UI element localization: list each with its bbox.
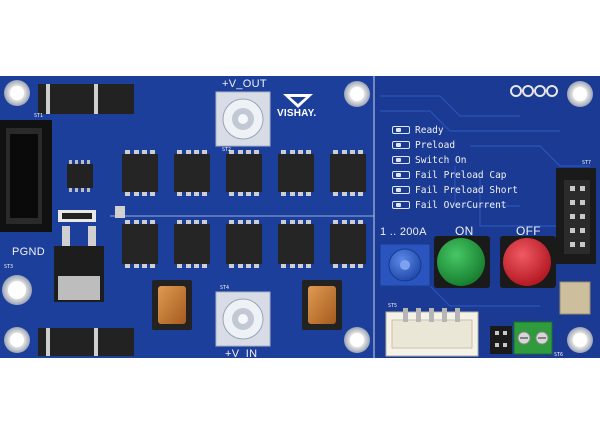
status-label: Ready xyxy=(415,124,444,136)
led-icon xyxy=(392,186,410,194)
on-label: ON xyxy=(455,224,474,238)
buzzer xyxy=(559,281,591,315)
vout-terminal xyxy=(215,91,271,147)
range-label: 1 .. 200A xyxy=(380,226,427,238)
led-icon xyxy=(392,141,410,149)
led-icon xyxy=(392,156,410,164)
pcb-artwork xyxy=(0,76,600,358)
st4-label: ST4 xyxy=(220,285,230,291)
st1-label: ST1 xyxy=(34,113,44,119)
mosfet-row-top xyxy=(122,150,366,196)
diode-bottom-1 xyxy=(38,328,86,356)
status-fail-preload-cap: Fail Preload Cap xyxy=(392,169,507,181)
st5-label: ST5 xyxy=(388,303,398,309)
led-icon xyxy=(392,126,410,134)
programming-header xyxy=(556,168,596,264)
mosfet-row-bottom xyxy=(122,220,366,268)
pcb-board: +V_OUT +V_IN PGND VISHAY. 1 .. 200A ON O… xyxy=(0,76,600,360)
vishay-brand-text: VISHAY. xyxy=(277,108,317,119)
led-icon xyxy=(392,171,410,179)
st3-label: ST3 xyxy=(4,264,14,270)
inductor-left xyxy=(152,280,192,330)
off-label: OFF xyxy=(516,224,541,238)
led-icon xyxy=(392,201,410,209)
status-label: Fail Preload Cap xyxy=(415,169,507,181)
st7-label: ST7 xyxy=(582,160,592,166)
jst-connector xyxy=(385,308,479,357)
st6-label: ST6 xyxy=(554,352,564,358)
small-resistor xyxy=(115,206,125,218)
driver-ic xyxy=(67,164,93,188)
status-fail-preload-short: Fail Preload Short xyxy=(392,184,518,196)
status-switch-on: Switch On xyxy=(392,154,466,166)
status-label: Fail Preload Short xyxy=(415,184,518,196)
status-ready: Ready xyxy=(392,124,444,136)
diode-top-2 xyxy=(86,84,134,114)
terminal-block xyxy=(513,321,553,355)
status-label: Fail OverCurrent xyxy=(415,199,507,211)
status-fail-overcurrent: Fail OverCurrent xyxy=(392,199,507,211)
top-right-header xyxy=(510,85,558,97)
vin-terminal xyxy=(215,291,271,347)
on-button-graphic xyxy=(434,236,490,288)
status-preload: Preload xyxy=(392,139,455,151)
jumper-header xyxy=(490,326,512,354)
vishay-logo xyxy=(283,94,313,108)
inductor-right xyxy=(302,280,342,330)
off-button-graphic xyxy=(500,236,556,288)
diode-bottom-2 xyxy=(86,328,134,356)
current-potentiometer xyxy=(379,243,431,287)
status-label: Preload xyxy=(415,139,456,151)
v-in-label: +V_IN xyxy=(225,348,258,360)
v-out-label: +V_OUT xyxy=(222,78,267,90)
status-label: Switch On xyxy=(415,154,467,166)
pgnd-label: PGND xyxy=(12,246,45,258)
st2-label: ST2 xyxy=(222,147,232,153)
diode-top-1 xyxy=(38,84,86,114)
